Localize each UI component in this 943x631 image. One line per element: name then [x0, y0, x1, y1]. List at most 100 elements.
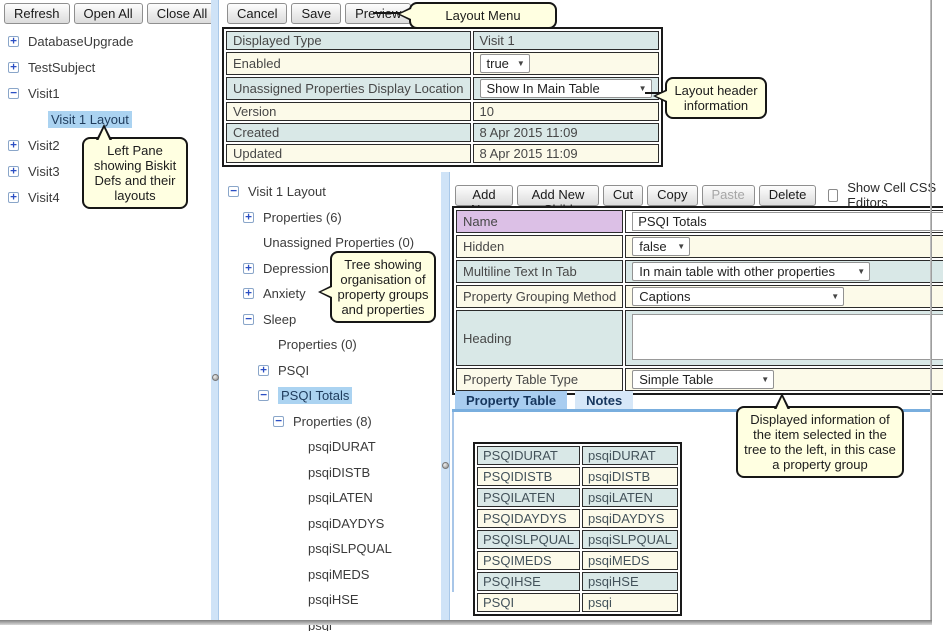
unassigned-properties-display-location-select[interactable]: Show In Main Table▼ — [479, 79, 652, 98]
refresh-button[interactable]: Refresh — [4, 3, 70, 24]
field-label: Name — [456, 210, 624, 233]
cancel-button[interactable]: Cancel — [227, 3, 288, 24]
tab-property-table[interactable]: Property Table — [455, 391, 568, 411]
tree-item[interactable]: psqiDISTB — [222, 460, 440, 486]
collapse-icon[interactable]: − — [258, 389, 269, 402]
tree-item-label: TestSubject — [28, 59, 96, 75]
collapse-icon[interactable]: − — [228, 185, 239, 198]
tree-item[interactable]: Unassigned Properties (0) — [222, 230, 440, 256]
add-new-child-button[interactable]: Add New Child — [516, 184, 599, 217]
dropdown-arrow-icon: ▼ — [761, 375, 770, 384]
expand-icon[interactable]: + — [243, 211, 254, 223]
tree-item[interactable]: +DatabaseUpgrade — [0, 28, 208, 54]
tree-item[interactable]: −Sleep — [222, 307, 440, 333]
field-value-cell — [625, 310, 943, 366]
tree-item[interactable]: +Visit2 — [0, 132, 208, 158]
add-new-button[interactable]: Add New — [455, 184, 513, 217]
tree-item[interactable]: +Visit3 — [0, 158, 208, 184]
tree-item-label: Anxiety — [263, 286, 306, 302]
tab-notes[interactable]: Notes — [575, 391, 634, 411]
tree-item[interactable]: +Visit4 — [0, 184, 208, 210]
collapse-icon[interactable]: − — [243, 313, 254, 325]
tree-item[interactable]: + TestSubject — [0, 54, 208, 80]
left-splitter[interactable] — [211, 0, 219, 620]
tree-item[interactable]: psqiSLPQUAL — [222, 536, 440, 562]
tree-item[interactable]: −Properties (8) — [222, 409, 440, 435]
hidden-select[interactable]: false▼ — [632, 237, 691, 256]
property-caption-cell: PSQIDAYDYS — [477, 509, 581, 528]
detail-tabs: Property Table Notes — [455, 391, 634, 411]
tree-item[interactable]: + PSQI — [222, 358, 440, 384]
tree-item[interactable]: Properties (0) — [222, 332, 440, 358]
tree-item-label: PSQI — [278, 362, 310, 378]
callout-text: Displayed information of the item select… — [744, 412, 896, 472]
property-grouping-method-select[interactable]: Captions▼ — [632, 287, 845, 306]
enabled-select[interactable]: true▼ — [479, 54, 530, 73]
show-cell-css-editors-checkbox[interactable] — [828, 188, 839, 202]
save-button[interactable]: Save — [291, 3, 342, 24]
dropdown-arrow-icon: ▼ — [831, 292, 840, 301]
copy-button[interactable]: Copy — [647, 184, 698, 206]
field-label: Displayed Type — [226, 31, 471, 50]
tree-item[interactable]: + Anxiety — [222, 281, 440, 307]
expand-icon[interactable]: + — [243, 262, 254, 274]
tree-item[interactable]: −PSQI Totals — [222, 383, 440, 409]
cut-button[interactable]: Cut — [602, 184, 644, 206]
form-row: Name — [456, 210, 943, 233]
tree-item[interactable]: −Visit1 — [0, 80, 208, 106]
paste-button[interactable]: Paste — [701, 184, 755, 206]
field-label: Enabled — [226, 52, 471, 75]
tree-item-label: psqiDAYDYS — [308, 515, 385, 531]
field-value-cell: 8 Apr 2015 11:09 — [472, 144, 659, 163]
name-input[interactable] — [632, 212, 943, 231]
field-value-cell: Simple Table ▼ — [625, 368, 943, 391]
tree-item-label: Visit1 — [28, 85, 60, 101]
property-name-cell: psqiMEDS — [582, 551, 678, 570]
multiline-text-in-tab-select[interactable]: In main table with other properties▼ — [632, 262, 871, 281]
field-label: Created — [226, 123, 471, 142]
mid-splitter[interactable] — [441, 172, 450, 620]
field-value-cell: false▼ — [625, 235, 943, 258]
open-all-button[interactable]: Open All — [73, 3, 143, 24]
callout-tail-icon — [774, 393, 790, 410]
tree-item[interactable]: + Depression — [222, 256, 440, 282]
tree-item[interactable]: psqiLATEN — [222, 485, 440, 511]
expand-icon[interactable]: + — [243, 287, 254, 300]
tree-item[interactable]: +Properties (6) — [222, 205, 440, 231]
callout-header-info: Layout header information — [653, 77, 767, 119]
property-table-type-select[interactable]: Simple Table ▼ — [632, 370, 775, 389]
field-value-cell: Captions▼ — [625, 285, 943, 308]
mid-splitter-grip-icon[interactable] — [442, 462, 449, 469]
tree-item[interactable]: psqiDAYDYS — [222, 511, 440, 537]
tree-item[interactable]: psqiMEDS — [222, 562, 440, 588]
expand-icon[interactable]: + — [8, 35, 19, 47]
dropdown-arrow-icon: ▼ — [677, 242, 686, 251]
callout-text: Left Pane showing Biskit Defs and their … — [93, 143, 177, 203]
property-caption-cell: PSQIHSE — [477, 572, 581, 591]
field-label: Multiline Text In Tab — [456, 260, 624, 283]
expand-icon[interactable]: + — [8, 165, 19, 177]
close-all-button[interactable]: Close All — [146, 3, 218, 24]
collapse-icon[interactable]: − — [8, 87, 19, 99]
expand-icon[interactable]: + — [8, 191, 19, 203]
expand-icon[interactable]: + — [8, 139, 19, 151]
heading-textarea[interactable] — [632, 313, 943, 360]
collapse-icon[interactable]: − — [273, 415, 284, 427]
expand-icon[interactable]: + — [8, 61, 19, 73]
left-splitter-grip-icon[interactable] — [212, 374, 219, 381]
field-label: Heading — [456, 310, 624, 366]
tree-item[interactable]: psqiDURAT — [222, 434, 440, 460]
tree-item[interactable]: −Visit 1 Layout — [222, 179, 440, 205]
tree-item[interactable]: psqiHSE — [222, 587, 440, 613]
tree-item[interactable]: Visit 1 Layout — [0, 106, 208, 132]
expand-icon[interactable]: + — [258, 364, 269, 376]
select-value: Simple Table — [639, 372, 714, 387]
delete-button[interactable]: Delete — [758, 184, 817, 206]
header-table-row: Enabled true▼ — [226, 52, 659, 75]
tree-item-label: Depression — [263, 260, 329, 276]
